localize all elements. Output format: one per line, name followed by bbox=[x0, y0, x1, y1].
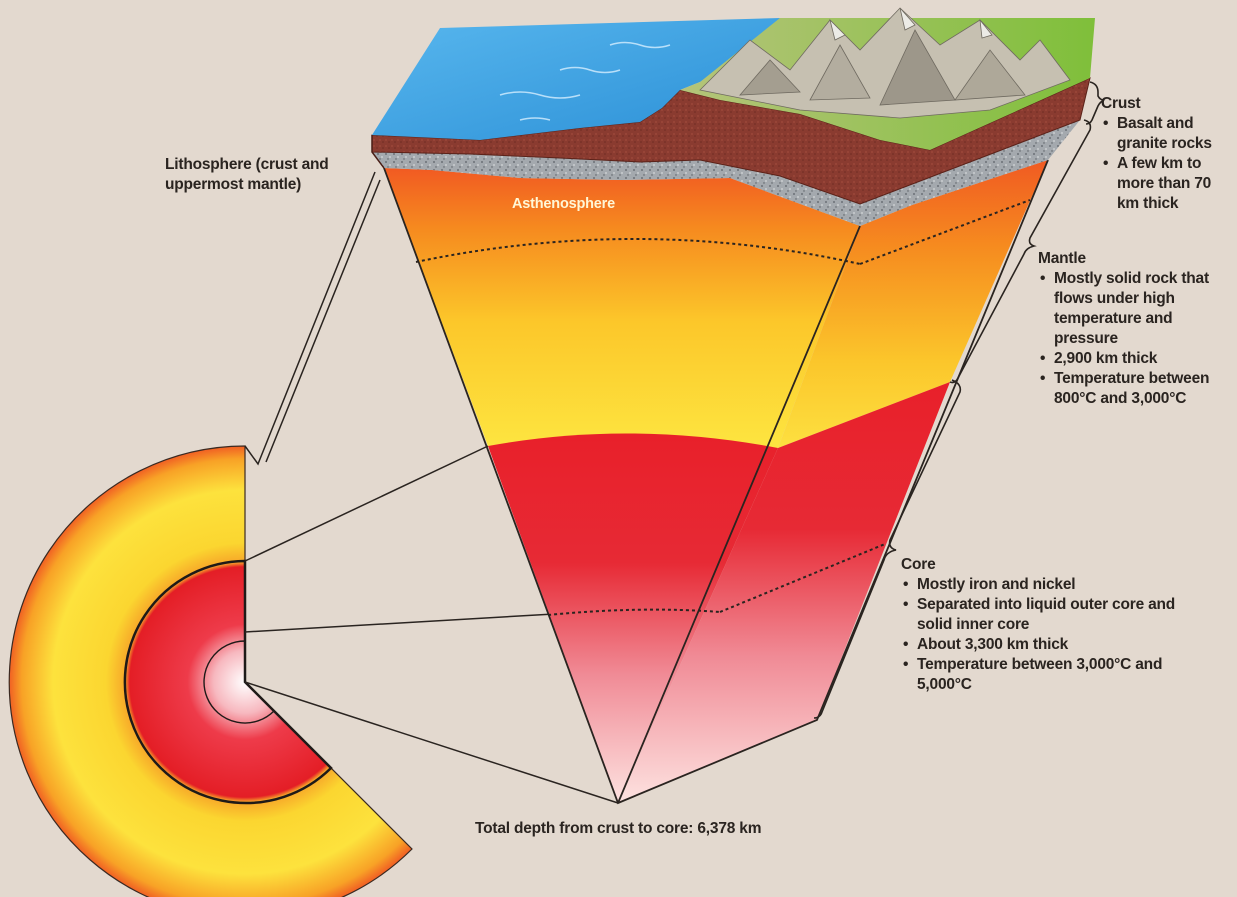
crust-points: Basalt and granite rocks A few km to mor… bbox=[1101, 114, 1233, 214]
asthenosphere-label-text: Asthenosphere bbox=[512, 196, 615, 212]
inner-core-outline bbox=[203, 640, 275, 724]
lithosphere-label: Lithosphere (crust and uppermost mantle) bbox=[165, 155, 355, 195]
core-points: Mostly iron and nickel Separated into li… bbox=[901, 575, 1221, 695]
core-bracket bbox=[813, 379, 962, 719]
core-point: Mostly iron and nickel bbox=[901, 575, 1221, 595]
core-point: Separated into liquid outer core and sol… bbox=[901, 595, 1209, 635]
layer-boundaries bbox=[415, 199, 1031, 616]
connector-lines bbox=[244, 171, 619, 804]
granite-layer bbox=[372, 120, 1080, 226]
crust-top-edge bbox=[371, 135, 385, 169]
mantle-side-face bbox=[778, 160, 1048, 448]
mantle-title: Mantle bbox=[1038, 250, 1086, 267]
mantle-point: 2,900 km thick bbox=[1038, 349, 1234, 369]
asthenosphere-label: Asthenosphere bbox=[512, 194, 615, 214]
total-depth-caption: Total depth from crust to core: 6,378 km bbox=[475, 819, 761, 839]
core-point: About 3,300 km thick bbox=[901, 635, 1221, 655]
crust-info: Crust Basalt and granite rocks A few km … bbox=[1101, 94, 1233, 214]
mantle-info: Mantle Mostly solid rock that flows unde… bbox=[1038, 249, 1234, 409]
core-front-face bbox=[488, 433, 778, 803]
earth-wedge bbox=[8, 445, 413, 897]
right-brackets bbox=[813, 81, 1105, 719]
crust-title: Crust bbox=[1101, 95, 1141, 112]
core-title: Core bbox=[901, 556, 936, 573]
mantle-points: Mostly solid rock that flows under high … bbox=[1038, 269, 1234, 409]
crust-point: Basalt and granite rocks bbox=[1101, 114, 1233, 154]
mantle-bracket bbox=[949, 119, 1092, 384]
crust-bracket bbox=[1085, 81, 1105, 125]
ocean-surface bbox=[372, 18, 780, 140]
core-point: Temperature between 3,000°C and 5,000°C bbox=[901, 655, 1199, 695]
lithosphere-label-text: Lithosphere (crust and uppermost mantle) bbox=[165, 156, 329, 193]
mantle-point: Mostly solid rock that flows under high … bbox=[1038, 269, 1214, 349]
mountains bbox=[699, 7, 1071, 119]
mantle-front-face bbox=[384, 168, 860, 448]
core-side-face bbox=[618, 382, 950, 803]
ocean-waves bbox=[499, 41, 671, 121]
mantle-point: Temperature between 800°C and 3,000°C bbox=[1038, 369, 1229, 409]
cutaway-edges bbox=[383, 159, 1049, 805]
core-info: Core Mostly iron and nickel Separated in… bbox=[901, 555, 1221, 695]
core-outline bbox=[123, 559, 333, 805]
total-depth-text: Total depth from crust to core: 6,378 km bbox=[475, 820, 762, 837]
crust-point: A few km to more than 70 km thick bbox=[1101, 154, 1233, 214]
